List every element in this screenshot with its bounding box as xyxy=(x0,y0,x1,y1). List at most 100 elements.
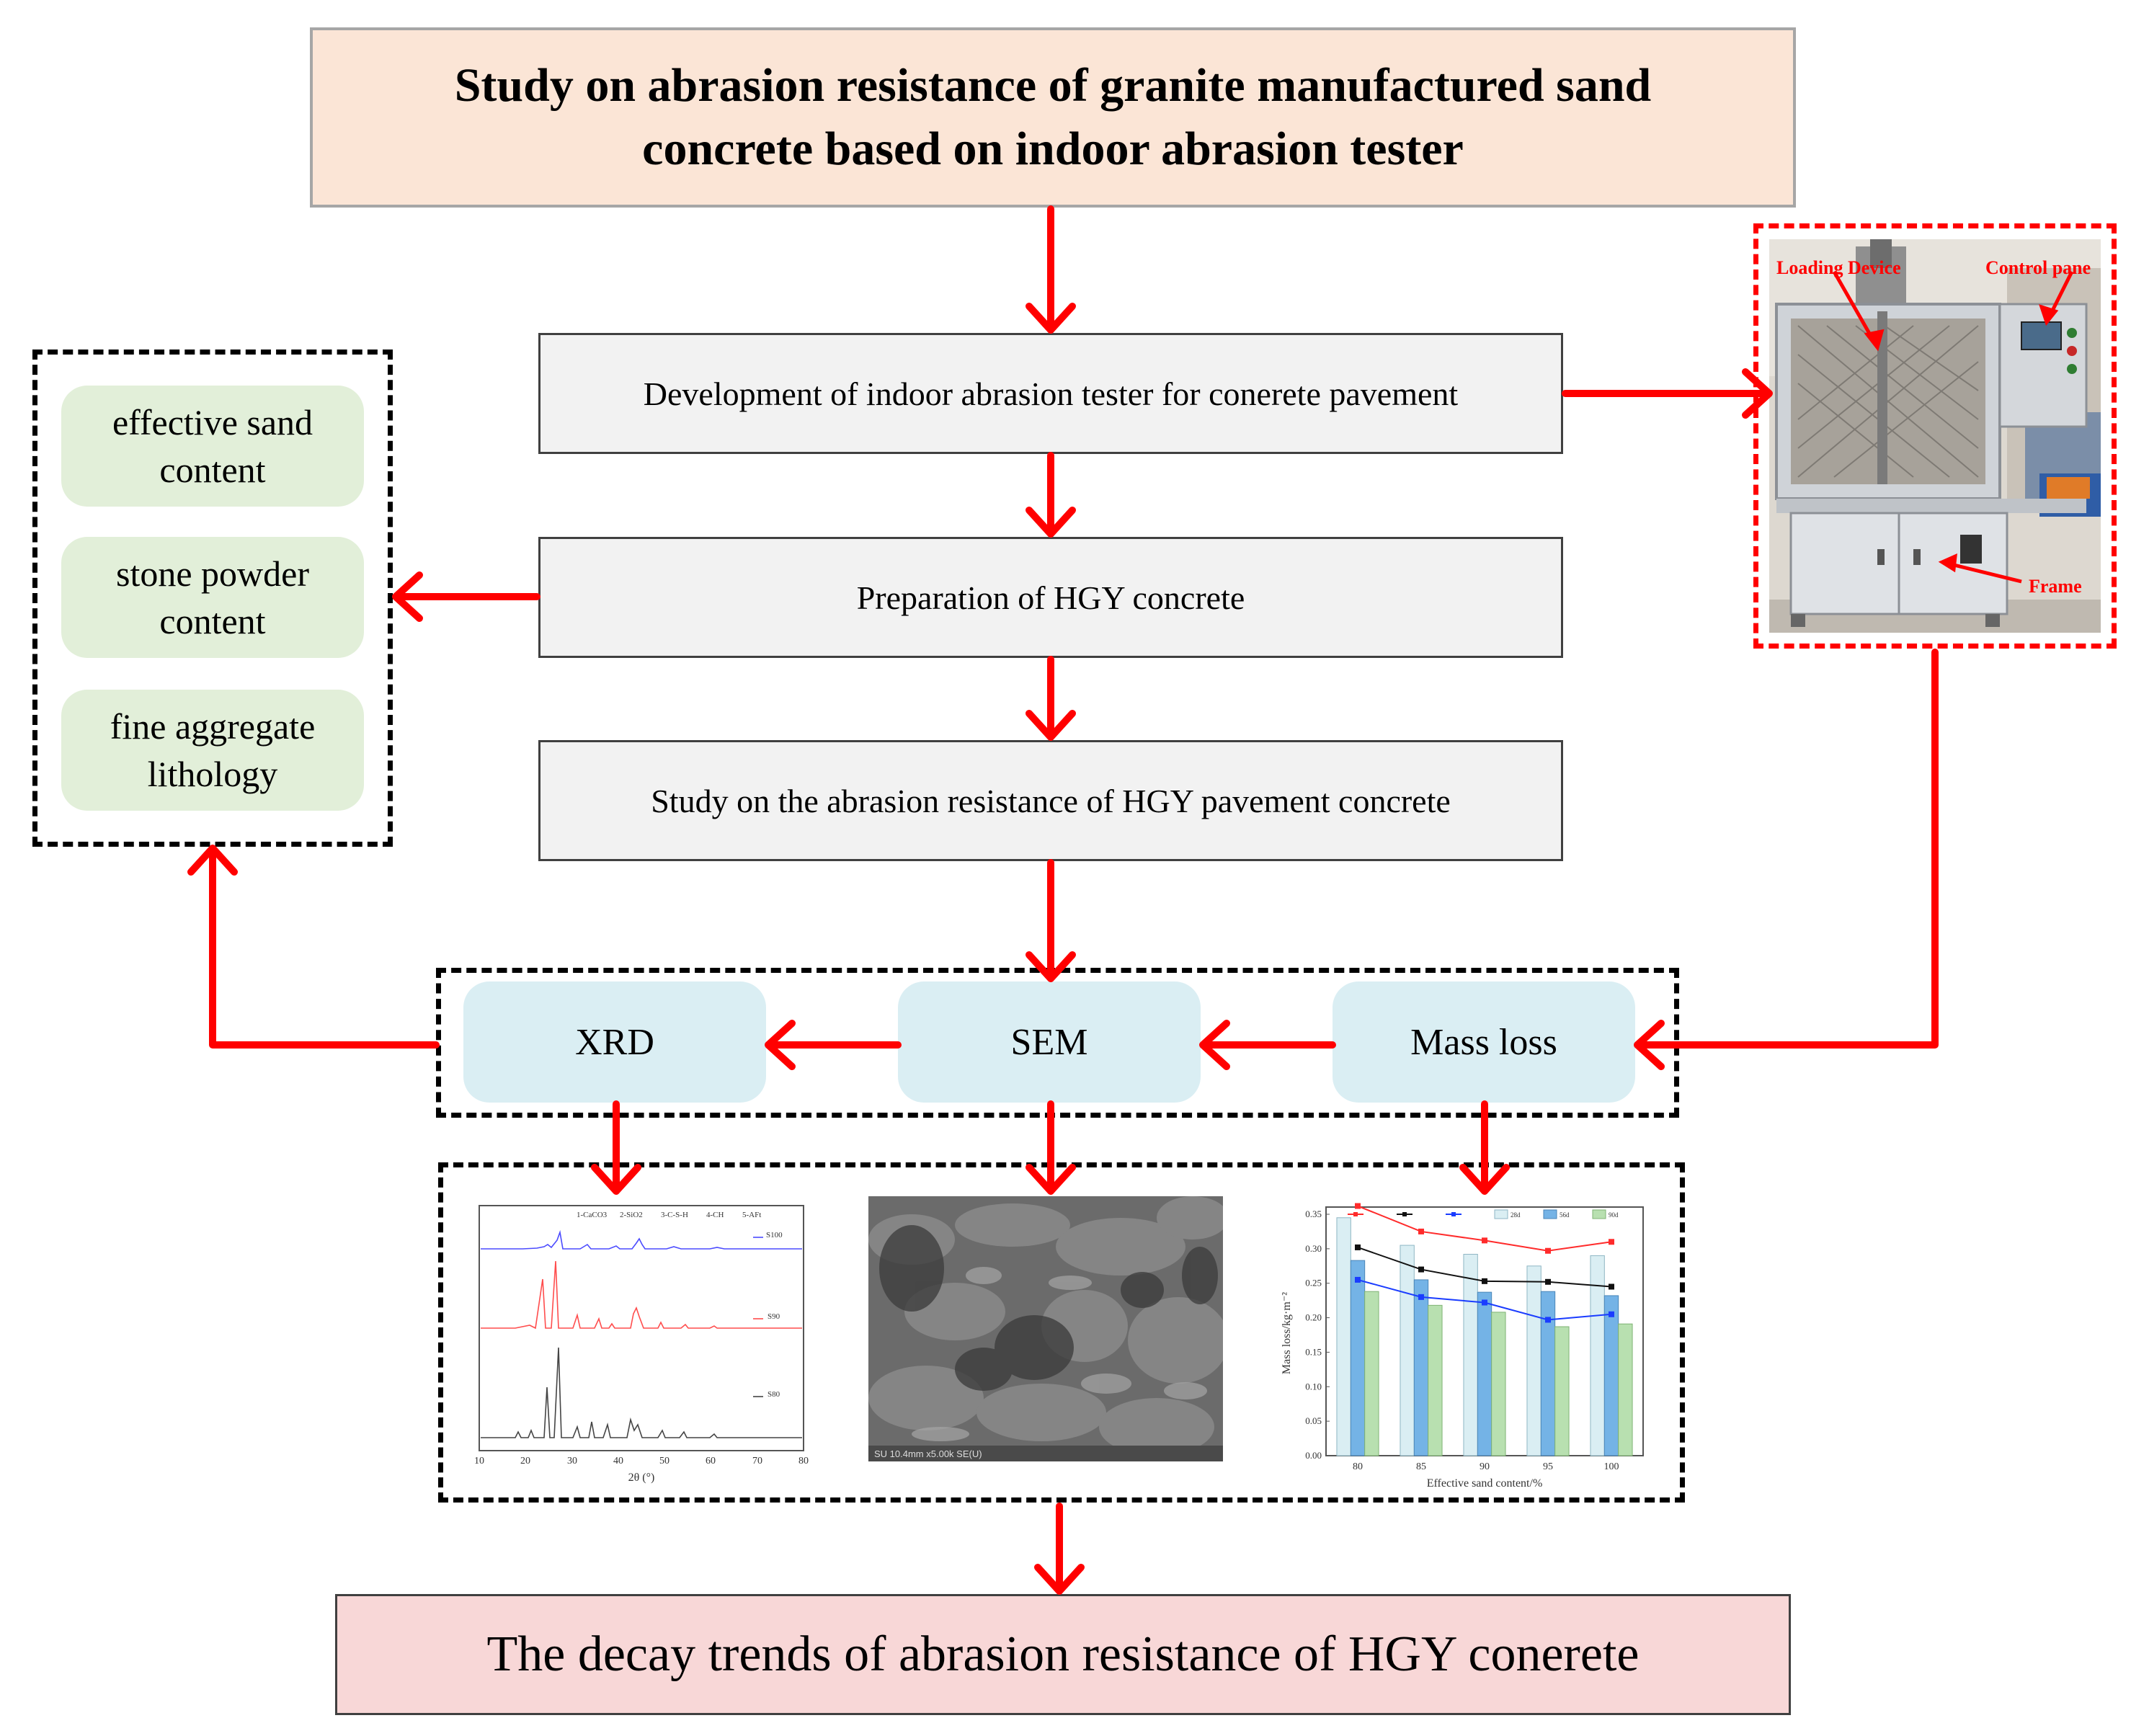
xrd-xtick-60: 60 xyxy=(706,1456,716,1466)
mass-bar-90d xyxy=(1618,1323,1633,1456)
mass-xtick: 85 xyxy=(1416,1461,1426,1472)
mass-legend-swatch xyxy=(1592,1209,1606,1219)
xrd-xtick-30: 30 xyxy=(567,1456,577,1466)
sem-image: SU 10.4mm x5.00k SE(U) xyxy=(868,1196,1223,1461)
mass-bar-90d xyxy=(1491,1312,1506,1456)
xrd-series-s100: S100 xyxy=(766,1231,783,1239)
xrd-series-s90: S90 xyxy=(768,1312,780,1321)
xrd-legend-4: 4-CH xyxy=(706,1211,724,1219)
mass-ytick: 0.05 xyxy=(1305,1415,1322,1426)
mass-ytick: 0.00 xyxy=(1305,1450,1322,1461)
xrd-xtick-80: 80 xyxy=(798,1456,809,1466)
mass-point xyxy=(1545,1278,1551,1285)
mass-point xyxy=(1482,1278,1487,1284)
xrd-legend-3: 3-C-S-H xyxy=(661,1211,688,1219)
mass-legend-label: 90d xyxy=(1609,1211,1619,1219)
test-mass-loss: Mass loss xyxy=(1333,981,1635,1103)
arrow-mass-loss-to-sem xyxy=(1199,1020,1336,1070)
mass-point xyxy=(1355,1244,1361,1250)
mass-xlabel: Effective sand content/% xyxy=(1427,1477,1543,1490)
test-xrd: XRD xyxy=(463,981,766,1103)
mass-xtick: 90 xyxy=(1480,1461,1490,1472)
arrow-development-to-tester xyxy=(1562,368,1773,419)
arrow-preparation-to-study xyxy=(1026,656,1076,741)
title-line-1: Study on abrasion resistance of granite … xyxy=(454,59,1652,112)
xrd-legend-2: 2-SiO2 xyxy=(620,1211,643,1219)
mass-ytick: 0.30 xyxy=(1305,1243,1322,1254)
mass-legend-swatch xyxy=(1543,1209,1557,1219)
mass-legend-swatch xyxy=(1494,1209,1508,1219)
arrow-tester-to-mass-loss xyxy=(1634,649,1939,1070)
mass-ytick: 0.10 xyxy=(1305,1381,1322,1392)
mass-legend-marker xyxy=(1353,1212,1358,1216)
arrow-development-to-preparation xyxy=(1026,452,1076,538)
xrd-chart: 1-CaCO3 2-SiO2 3-C-S-H 4-CH 5-AFt S100 S… xyxy=(465,1193,811,1488)
mass-bar-90d xyxy=(1364,1291,1379,1456)
arrow-title-to-development xyxy=(1026,205,1076,334)
xrd-xtick-10: 10 xyxy=(474,1456,484,1466)
mass-ytick: 0.15 xyxy=(1305,1346,1322,1357)
mass-point xyxy=(1609,1311,1614,1317)
factor-effective-sand-line-1: effective sand xyxy=(112,402,313,442)
step-development-box: Development of indoor abrasion tester fo… xyxy=(538,333,1563,454)
title-box: Study on abrasion resistance of granite … xyxy=(310,27,1796,208)
tester-photo-frame xyxy=(1753,223,2117,649)
arrow-xrd-to-chart xyxy=(591,1100,641,1195)
abrasion-tester-illustration: Loading Device Control pane Frame xyxy=(1769,239,2101,633)
machine-label-frame: Frame xyxy=(2029,576,2082,597)
xrd-series-s80: S80 xyxy=(768,1390,780,1399)
xrd-xtick-50: 50 xyxy=(659,1456,669,1466)
factor-fine-aggregate: fine aggregate lithology xyxy=(61,690,364,811)
factor-stone-powder: stone powder content xyxy=(61,537,364,658)
mass-point xyxy=(1545,1247,1551,1254)
factor-stone-powder-line-1: stone powder xyxy=(116,553,309,594)
mass-xtick: 100 xyxy=(1604,1461,1619,1472)
abrasion-tester-photo: Loading Device Control pane Frame xyxy=(1769,239,2101,633)
mass-point xyxy=(1482,1299,1487,1306)
arrow-preparation-to-factors xyxy=(392,571,540,622)
mass-bar-90d xyxy=(1554,1326,1570,1456)
arrow-sem-to-image xyxy=(1026,1100,1076,1195)
mass-ytick: 0.35 xyxy=(1305,1208,1322,1219)
factor-effective-sand: effective sand content xyxy=(61,386,364,507)
xrd-xtick-40: 40 xyxy=(613,1456,623,1466)
arrow-study-to-sem xyxy=(1026,859,1076,982)
xrd-legend-5: 5-AFt xyxy=(742,1211,761,1219)
mass-ytick: 0.25 xyxy=(1305,1278,1322,1288)
mass-point xyxy=(1355,1203,1361,1209)
mass-legend-label: 56d xyxy=(1560,1211,1570,1219)
final-box: The decay trends of abrasion resistance … xyxy=(335,1594,1791,1715)
mass-point xyxy=(1418,1294,1424,1300)
sem-caption: SU 10.4mm x5.00k SE(U) xyxy=(874,1448,982,1459)
mass-point xyxy=(1609,1283,1614,1290)
xrd-legend-1: 1-CaCO3 xyxy=(577,1211,608,1219)
mass-point xyxy=(1355,1276,1361,1283)
machine-label-control-panel: Control pane xyxy=(1985,257,2091,278)
mass-point xyxy=(1609,1239,1614,1245)
mass-xtick: 80 xyxy=(1353,1461,1363,1472)
mass-xtick: 95 xyxy=(1543,1461,1553,1472)
factor-fine-aggregate-line-2: lithology xyxy=(147,754,278,794)
xrd-xtick-20: 20 xyxy=(520,1456,530,1466)
xrd-xtick-70: 70 xyxy=(752,1456,762,1466)
arrow-results-to-final xyxy=(1034,1503,1085,1595)
results-group xyxy=(438,1162,1685,1503)
mass-legend-marker xyxy=(1451,1212,1456,1216)
mass-point xyxy=(1418,1266,1424,1273)
mass-ylabel: Mass loss/kg·m⁻² xyxy=(1281,1292,1293,1374)
xrd-xlabel: 2θ (°) xyxy=(628,1472,655,1484)
factor-stone-powder-line-2: content xyxy=(159,601,266,641)
mass-legend-marker xyxy=(1402,1212,1407,1216)
mass-point xyxy=(1545,1317,1551,1323)
mass-point xyxy=(1418,1228,1424,1234)
arrow-xrd-to-factors xyxy=(187,845,440,1049)
factor-fine-aggregate-line-1: fine aggregate xyxy=(110,706,316,747)
test-sem: SEM xyxy=(898,981,1201,1103)
factor-effective-sand-line-2: content xyxy=(159,450,266,490)
mass-bar-90d xyxy=(1428,1304,1443,1456)
arrow-sem-to-xrd xyxy=(765,1020,902,1070)
title-line-2: concrete based on indoor abrasion tester xyxy=(642,123,1464,175)
